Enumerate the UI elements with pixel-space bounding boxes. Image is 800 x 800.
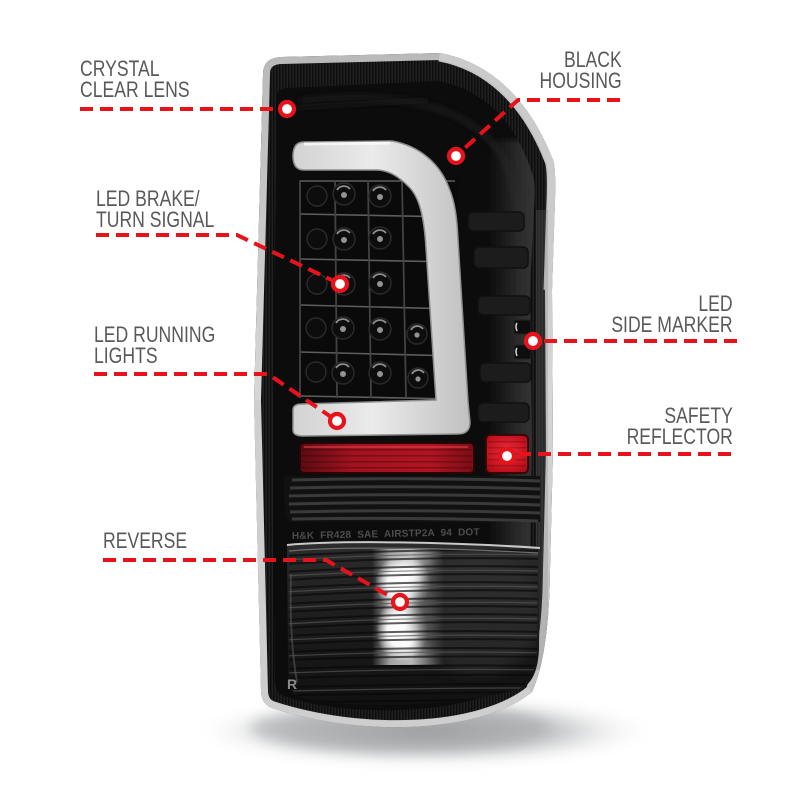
svg-text:R: R	[287, 676, 297, 692]
svg-text:H&K FR428 SAE AIRSTP2A 94 DOT: H&K FR428 SAE AIRSTP2A 94 DOT	[292, 527, 480, 542]
